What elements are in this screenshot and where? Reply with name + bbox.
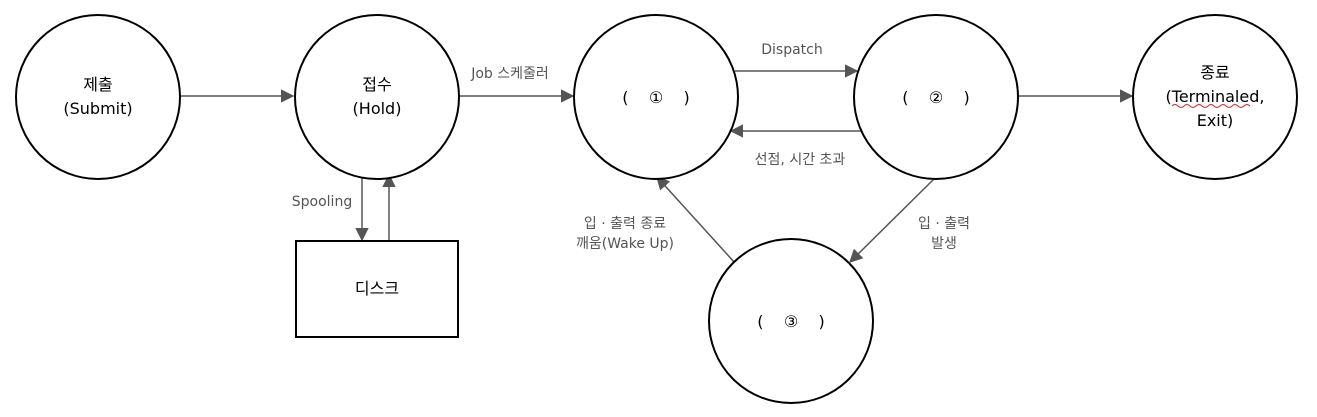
submit-label-line-1: 제출 [83, 75, 112, 94]
hold-label-line-1: 접수 [362, 75, 391, 94]
state3-label: ( ③ ) [757, 312, 825, 331]
node-state3-circle [708, 238, 874, 404]
node-hold-circle [294, 14, 460, 180]
disk-label: 디스크 [355, 279, 399, 298]
node-terminated-circle [1132, 14, 1298, 180]
edge-label-spooling: Spooling [292, 194, 352, 210]
edge-label-io-done-line-2: 깨움(Wake Up) [576, 236, 674, 252]
edge-label-io-occur-line-1: 입 · 출력 [918, 216, 970, 232]
edge-label-dispatch: Dispatch [761, 42, 823, 58]
node-state1-circle [573, 14, 739, 180]
state1-label: ( ① ) [622, 88, 690, 107]
node-state2-circle [853, 14, 1019, 180]
edge-label-job-scheduler: Job 스케줄러 [470, 66, 549, 82]
edge-label-io-occur-line-2: 발생 [931, 236, 957, 252]
edge-label-io-done-line-1: 입 · 출력 종료 [584, 216, 666, 232]
state2-label: ( ② ) [902, 88, 970, 107]
hold-label-line-2: (Hold) [353, 99, 402, 118]
spellcheck-underline [1171, 104, 1251, 108]
node-disk-box [295, 240, 459, 338]
terminated-label-line-1: 종료 [1200, 63, 1229, 82]
edge-label-preempt: 선점, 시간 초과 [755, 152, 846, 168]
edge-state2-to-state3 [849, 176, 937, 263]
terminated-label-line-2: (Terminaled, [1166, 87, 1265, 106]
edge-state3-to-state1 [656, 176, 736, 264]
node-submit-circle [15, 14, 181, 180]
submit-label-line-2: (Submit) [63, 99, 132, 118]
terminated-label-line-3: Exit) [1197, 111, 1234, 130]
